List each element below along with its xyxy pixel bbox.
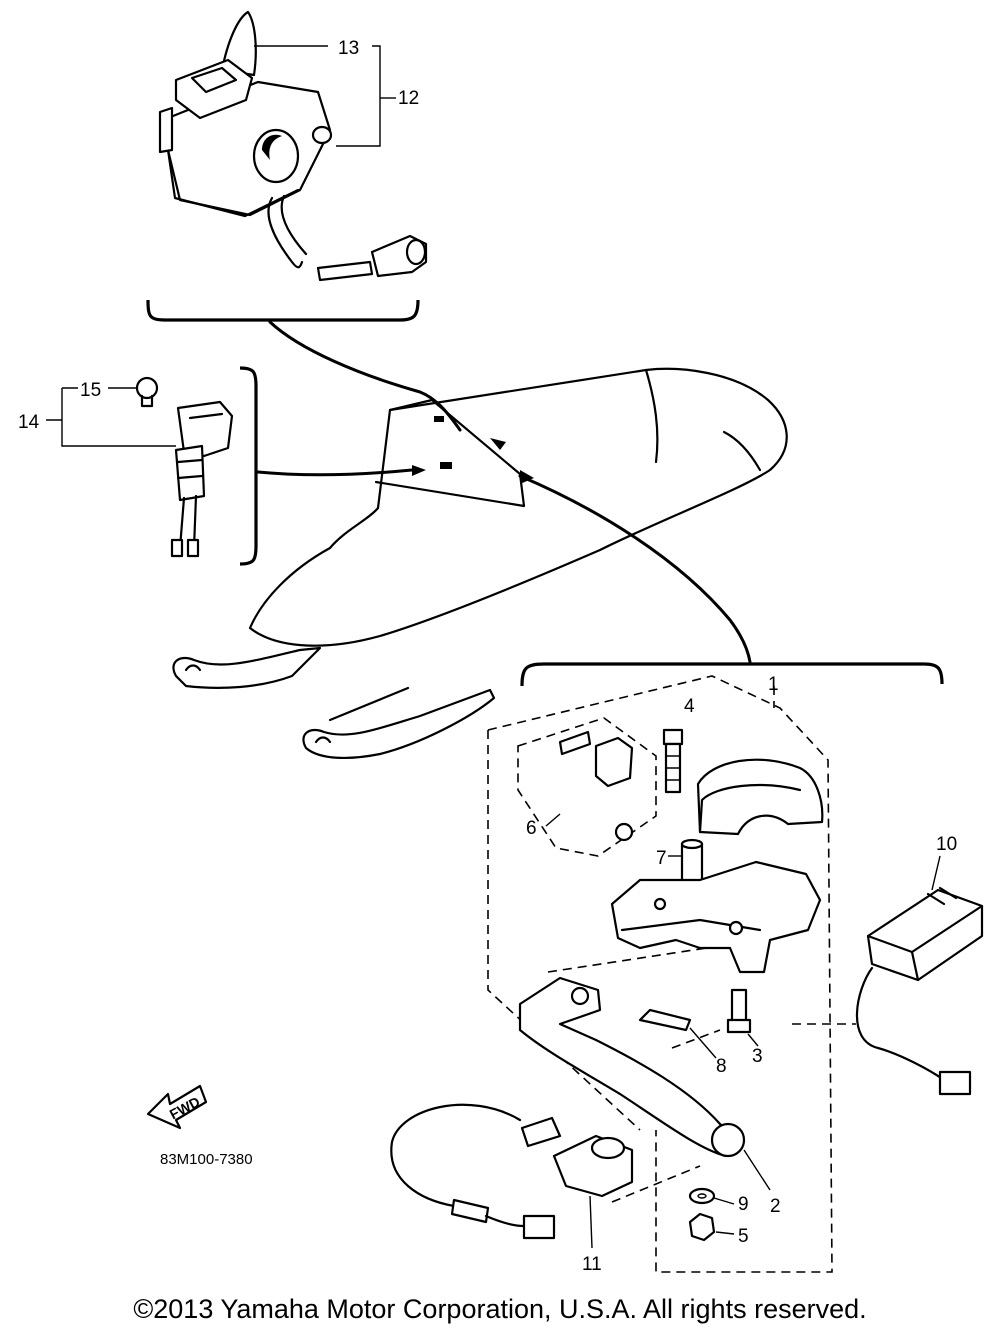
callout-10: 10 bbox=[936, 834, 957, 855]
indicator-switch-assembly bbox=[135, 376, 234, 558]
group-bracket-left bbox=[239, 366, 258, 566]
part-5-nut bbox=[688, 1212, 716, 1242]
forward-direction-icon: FWD bbox=[146, 1084, 208, 1130]
lever-cover bbox=[696, 758, 824, 836]
leader-13 bbox=[254, 45, 381, 147]
switch-housing-assembly bbox=[158, 10, 428, 282]
part-3-bolt bbox=[726, 988, 752, 1034]
callout-6: 6 bbox=[526, 818, 537, 839]
part-4-bolt bbox=[662, 728, 684, 794]
part-11-switch bbox=[390, 1103, 634, 1240]
callout-3: 3 bbox=[752, 1046, 763, 1067]
cable-left-to-hood bbox=[256, 468, 414, 477]
part-8-screw bbox=[638, 1008, 692, 1032]
part-9-washer bbox=[688, 1187, 716, 1205]
callout-5: 5 bbox=[738, 1226, 749, 1247]
callout-7: 7 bbox=[656, 848, 667, 869]
callout-15: 15 bbox=[80, 380, 101, 401]
snowmobile-body bbox=[172, 367, 788, 760]
callout-4: 4 bbox=[684, 696, 695, 717]
diagram-code: 83M100-7380 bbox=[160, 1151, 253, 1168]
callout-13: 13 bbox=[338, 38, 359, 59]
cable-hood-to-lever bbox=[518, 474, 752, 664]
callout-14: 14 bbox=[18, 412, 40, 433]
callout-12: 12 bbox=[398, 88, 419, 109]
callout-2: 2 bbox=[770, 1196, 781, 1217]
part-6-switch bbox=[558, 730, 634, 842]
brake-lever bbox=[518, 976, 746, 1158]
part-10-module bbox=[855, 886, 984, 1096]
lever-holder bbox=[610, 860, 822, 974]
callout-9: 9 bbox=[738, 1194, 749, 1215]
callout-8: 8 bbox=[716, 1056, 727, 1077]
callout-11: 11 bbox=[582, 1254, 602, 1275]
copyright-notice: ©2013 Yamaha Motor Corporation, U.S.A. A… bbox=[133, 1294, 867, 1324]
cable-top-to-hood bbox=[268, 320, 462, 432]
lever-assembly-outline bbox=[487, 675, 856, 1273]
callout-1: 1 bbox=[768, 674, 779, 695]
leader-14 bbox=[46, 387, 176, 447]
group-bracket-lower bbox=[520, 662, 944, 687]
group-bracket-top bbox=[146, 299, 420, 322]
